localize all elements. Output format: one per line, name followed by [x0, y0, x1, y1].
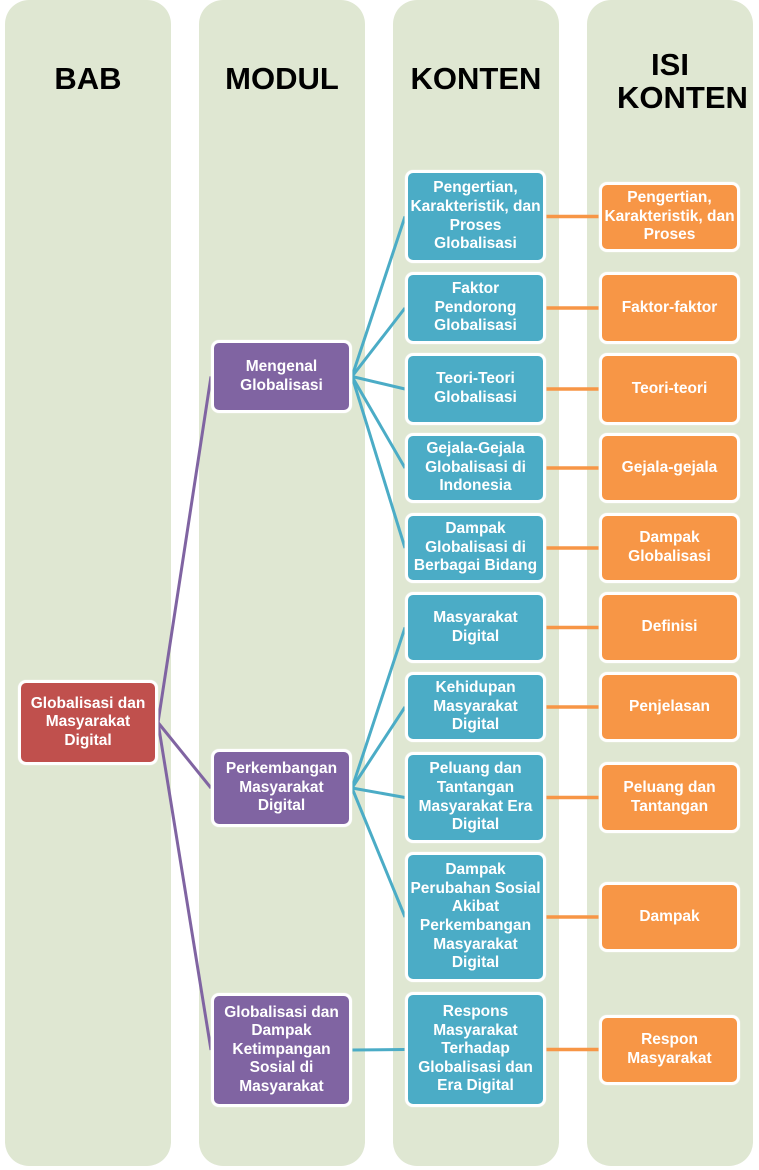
konten-node[interactable]: Pengertian, Karakteristik, dan Proses Gl… [405, 170, 546, 263]
isi-konten-node[interactable]: Dampak [599, 882, 740, 952]
konten-label: Dampak Perubahan Sosial Akibat Perkemban… [410, 861, 541, 972]
modul-konten-connector [351, 375, 406, 391]
isi-konten-label: Pengertian, Karakteristik, dan Proses [604, 189, 735, 244]
isi-konten-node[interactable]: Respon Masyarakat [599, 1015, 740, 1085]
konten-label: Respons Masyarakat Terhadap Globalisasi … [418, 1003, 533, 1095]
isi-konten-label: Gejala-gejala [621, 458, 718, 476]
column-title-bab: BAB [54, 61, 122, 96]
konten-label: Kehidupan Masyarakat Digital [433, 679, 518, 734]
isi-konten-node[interactable]: Faktor-faktor [599, 272, 740, 344]
konten-node[interactable]: Kehidupan Masyarakat Digital [405, 672, 546, 742]
konten-node[interactable]: Masyarakat Digital [405, 592, 546, 663]
konten-node[interactable]: Faktor Pendorong Globalisasi [405, 272, 546, 344]
column-modul: MODUL [199, 0, 365, 1166]
column-title-modul: MODUL [225, 61, 339, 96]
konten-label: Peluang dan Tantangan Masyarakat Era Dig… [418, 760, 533, 834]
modul-konten-connector [350, 706, 407, 789]
column-title-isi-konten: ISI KONTEN [617, 47, 748, 116]
bab-modul-connector [156, 721, 213, 789]
konten-node[interactable]: Dampak Globalisasi di Berbagai Bidang [405, 513, 546, 583]
modul-konten-connector [350, 307, 407, 378]
modul-konten-connector [350, 216, 407, 377]
modul-label: Globalisasi dan Dampak Ketimpangan Sosia… [224, 1003, 339, 1095]
modul-konten-connector [350, 627, 407, 789]
modul-label: Mengenal Globalisasi [240, 357, 323, 394]
bab-label: Globalisasi dan Masyarakat Digital [30, 694, 146, 749]
isi-konten-label: Definisi [641, 618, 698, 636]
isi-konten-node[interactable]: Dampak Globalisasi [599, 513, 740, 583]
isi-konten-node[interactable]: Peluang dan Tantangan [599, 762, 740, 833]
konten-node[interactable]: Teori-Teori Globalisasi [405, 353, 546, 425]
konten-label: Faktor Pendorong Globalisasi [434, 280, 517, 335]
isi-konten-label: Faktor-faktor [621, 298, 718, 316]
isi-konten-node[interactable]: Teori-teori [599, 353, 740, 425]
isi-konten-label: Teori-teori [631, 379, 708, 397]
isi-konten-node[interactable]: Penjelasan [599, 672, 740, 742]
isi-konten-label: Dampak [639, 907, 700, 925]
konten-node[interactable]: Gejala-Gejala Globalisasi di Indonesia [405, 433, 546, 503]
modul-konten-connector [350, 375, 407, 469]
bab-modul-connector [156, 722, 213, 1051]
bab-modul-connector [156, 376, 213, 723]
konten-label: Dampak Globalisasi di Berbagai Bidang [413, 520, 538, 575]
isi-konten-label: Respon Masyarakat [627, 1031, 712, 1067]
konten-label: Gejala-Gejala Globalisasi di Indonesia [425, 440, 526, 495]
modul-label: Perkembangan Masyarakat Digital [225, 760, 338, 815]
modul-node[interactable]: Globalisasi dan Dampak Ketimpangan Sosia… [211, 993, 352, 1107]
isi-konten-label: Dampak Globalisasi [628, 529, 711, 565]
isi-konten-node[interactable]: Gejala-gejala [599, 433, 740, 503]
modul-konten-connector [351, 1048, 406, 1052]
modul-node[interactable]: Mengenal Globalisasi [211, 340, 352, 413]
konten-node[interactable]: Dampak Perubahan Sosial Akibat Perkemban… [405, 852, 546, 982]
modul-konten-connector [351, 786, 406, 799]
konten-label: Pengertian, Karakteristik, dan Proses Gl… [410, 179, 541, 253]
konten-node[interactable]: Respons Masyarakat Terhadap Globalisasi … [405, 992, 546, 1107]
konten-label: Masyarakat Digital [433, 608, 518, 645]
konten-label: Teori-Teori Globalisasi [434, 370, 517, 406]
konten-node[interactable]: Peluang dan Tantangan Masyarakat Era Dig… [405, 752, 546, 843]
modul-konten-connector [350, 787, 407, 918]
modul-node[interactable]: Perkembangan Masyarakat Digital [211, 749, 352, 827]
isi-konten-label: Penjelasan [629, 697, 710, 715]
modul-konten-connector [350, 376, 407, 549]
isi-konten-label: Peluang dan Tantangan [623, 778, 716, 815]
column-title-konten: KONTEN [410, 61, 542, 96]
bab-node[interactable]: Globalisasi dan Masyarakat Digital [18, 680, 158, 765]
column-bab: BAB [5, 0, 171, 1166]
isi-konten-node[interactable]: Definisi [599, 592, 740, 663]
isi-konten-node[interactable]: Pengertian, Karakteristik, dan Proses [599, 182, 740, 252]
